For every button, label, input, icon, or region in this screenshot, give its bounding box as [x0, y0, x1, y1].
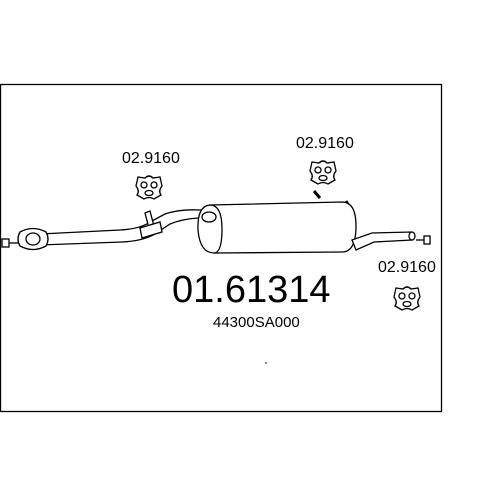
hanger-bracket-middle: [312, 190, 322, 199]
rubber-hanger-middle-icon: [309, 160, 337, 185]
stray-dot: [265, 362, 267, 364]
part-number: 01.61314: [172, 269, 331, 311]
rubber-hanger-right-icon: [393, 286, 421, 311]
hanger-label-middle: 02.9160: [296, 135, 354, 152]
oem-number: 44300SA000: [213, 314, 300, 331]
rear-muffler: [197, 201, 357, 254]
rubber-hanger-left-icon: [135, 175, 163, 200]
diagram-frame: [0, 83, 443, 413]
hanger-label-right: 02.9160: [378, 259, 436, 276]
hanger-label-left: 02.9160: [122, 150, 180, 167]
hanger-bracket-left: [139, 210, 163, 239]
tail-pipe: [351, 231, 431, 251]
inlet-flange-icon: [17, 227, 49, 251]
